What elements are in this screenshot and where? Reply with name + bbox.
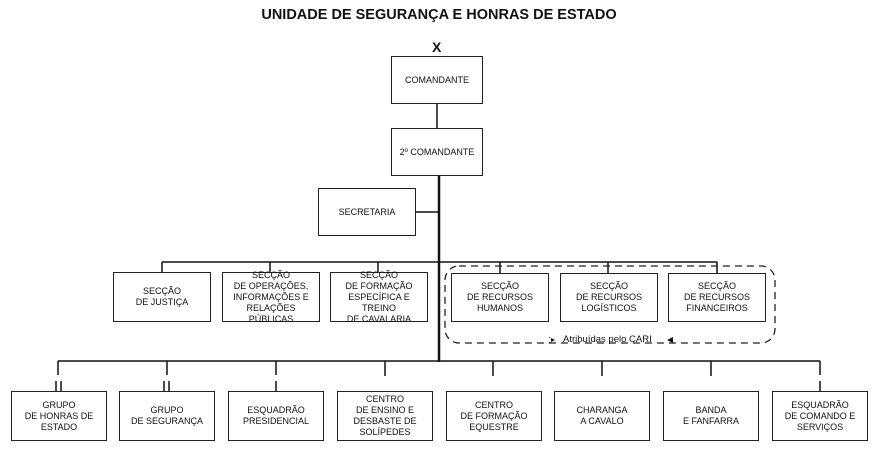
unit-box-seguranca: GRUPO DE SEGURANÇA (119, 391, 215, 441)
unit-box-charanga: CHARANGA A CAVALO (554, 391, 650, 441)
unit-box-esquadrao-comando: ESQUADRÃO DE COMANDO E SERVIÇOS (772, 391, 868, 441)
unit-box-banda: BANDA E FANFARRA (663, 391, 759, 441)
cari-dashed-group (444, 265, 776, 344)
section-box-recursos-logisticos: SECÇÃO DE RECURSOS LOGÍSTICOS (560, 273, 658, 322)
chart-title: UNIDADE DE SEGURANÇA E HONRAS DE ESTADO (261, 7, 617, 23)
unit-box-centro-formacao: CENTRO DE FORMAÇÃO EQUESTRE (446, 391, 542, 441)
unit-box-esquadrao-presidencial: ESQUADRÃO PRESIDENCIAL (228, 391, 324, 441)
arrow-left-icon (667, 337, 673, 343)
section-box-recursos-humanos: SECÇÃO DE RECURSOS HUMANOS (451, 273, 549, 322)
comandante-box: COMANDANTE (391, 56, 483, 104)
section-box-justica: SECÇÃO DE JUSTIÇA (113, 272, 211, 322)
section-box-operacoes: SECÇÃO DE OPERAÇÕES, INFORMAÇÕES E RELAÇ… (222, 270, 320, 324)
unit-box-centro-ensino: CENTRO DE ENSINO E DESBASTE DE SOLÍPEDES (337, 391, 433, 441)
segundo-comandante-box: 2º COMANDANTE (391, 128, 483, 176)
section-box-recursos-financeiros: SECÇÃO DE RECURSOS FINANCEIROS (668, 273, 766, 322)
secretaria-box: SECRETARIA (318, 188, 416, 236)
cari-note: Atribuídas pelo CARI (563, 334, 652, 345)
section-box-formacao: SECÇÃO DE FORMAÇÃO ESPECÍFICA E TREINO D… (330, 270, 428, 324)
unit-box-honras-estado: GRUPO DE HONRAS DE ESTADO (11, 391, 107, 441)
command-mark: X (432, 39, 442, 55)
